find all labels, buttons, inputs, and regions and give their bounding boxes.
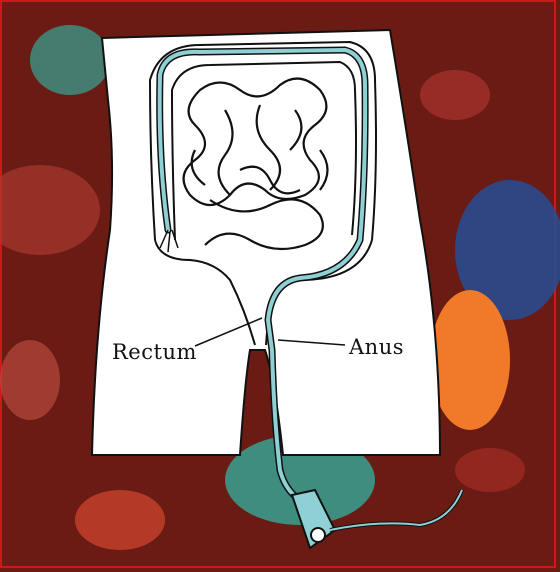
scope-handle: [292, 490, 462, 548]
anus-label: Anus: [349, 335, 404, 359]
rectum-label: Rectum: [112, 340, 197, 364]
